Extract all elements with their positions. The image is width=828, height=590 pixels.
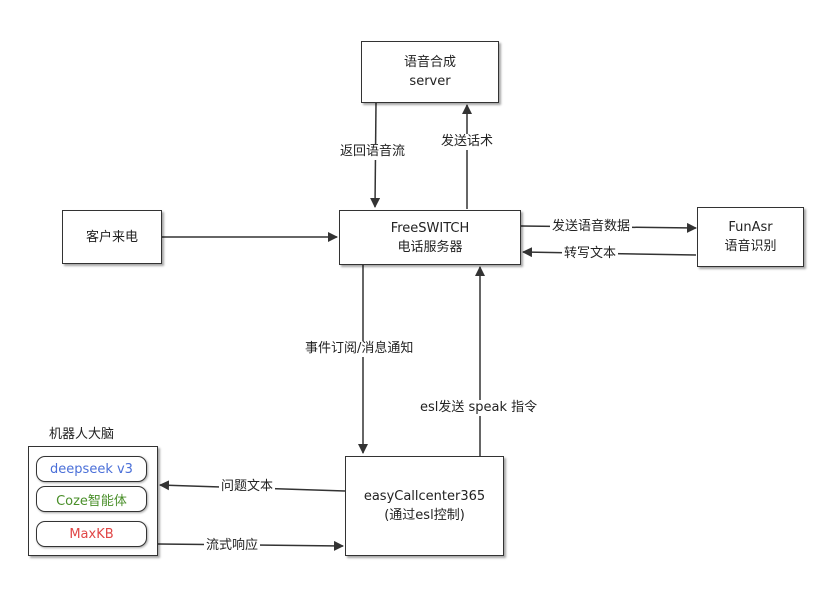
freeswitch-line2: 电话服务器 [397, 239, 463, 255]
brain-item-maxkb-label: MaxKB [69, 526, 114, 542]
callcenter-line2: (通过esl控制) [384, 508, 465, 523]
label-transcribe: 转写文本 [562, 246, 619, 262]
label-event-sub: 事件订阅/消息通知 [303, 341, 416, 357]
label-question-text: 问题文本 [219, 479, 276, 495]
funasr-node[interactable]: FunAsr 语音识别 [697, 207, 804, 267]
brain-item-coze[interactable]: Coze智能体 [36, 486, 147, 512]
tts-line1: 语音合成 [403, 55, 456, 70]
tts-server-node[interactable]: 语音合成 server [361, 41, 499, 103]
freeswitch-node[interactable]: FreeSWITCH 电话服务器 [339, 210, 521, 265]
callcenter-node[interactable]: easyCallcenter365 (通过esl控制) [345, 456, 504, 556]
brain-item-deepseek[interactable]: deepseek v3 [36, 456, 147, 482]
freeswitch-line1: FreeSWITCH [390, 220, 470, 236]
label-return-audio: 返回语音流 [338, 144, 408, 160]
label-send-script: 发送话术 [439, 134, 496, 150]
label-send-audio-data: 发送语音数据 [550, 219, 633, 235]
caller-label: 客户来电 [85, 229, 138, 245]
brain-title: 机器人大脑 [49, 427, 115, 442]
tts-line2: server [409, 74, 451, 89]
brain-item-coze-label: Coze智能体 [56, 493, 127, 509]
funasr-line2: 语音识别 [724, 239, 777, 254]
callcenter-line1: easyCallcenter365 [363, 489, 486, 504]
label-esl-speak: esl发送 speak 指令 [418, 400, 540, 416]
funasr-line1: FunAsr [728, 220, 773, 235]
caller-node[interactable]: 客户来电 [62, 210, 162, 264]
brain-item-deepseek-label: deepseek v3 [50, 461, 133, 477]
label-stream-response: 流式响应 [204, 538, 261, 554]
brain-item-maxkb[interactable]: MaxKB [36, 521, 147, 547]
